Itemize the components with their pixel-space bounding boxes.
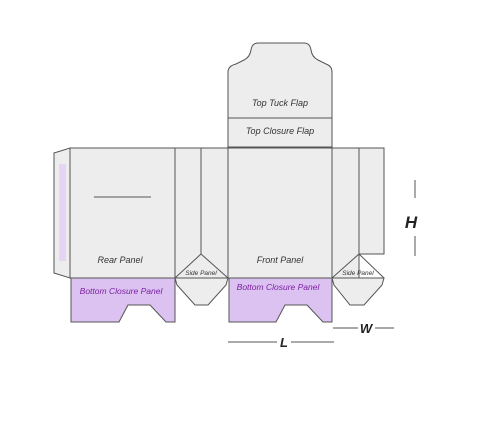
front-panel: [227, 147, 333, 279]
side-panel-left-label: Side Panel: [185, 270, 217, 277]
side-panel-left-diagonal-a: [174, 253, 202, 279]
bottom-closure-right-label: Bottom Closure Panel: [237, 282, 321, 292]
top-tuck-flap: [227, 42, 333, 119]
height-dimension-label: H: [405, 213, 418, 232]
bottom-closure-panel-right: [228, 277, 333, 323]
side-panel-right-label: Side Panel: [342, 270, 374, 277]
bottom-closure-left-label: Bottom Closure Panel: [80, 286, 164, 296]
top-tuck-flap-label: Top Tuck Flap: [252, 98, 308, 108]
glue-strip: [59, 164, 66, 261]
top-closure-flap-label: Top Closure Flap: [246, 126, 314, 136]
side-panel-left-diagonal-b: [200, 253, 229, 279]
front-panel-label: Front Panel: [257, 255, 305, 265]
side-panel-right-diagonal-b: [358, 253, 385, 279]
side-panel-right-outer: [358, 147, 385, 255]
side-panel-right-diagonal-a: [331, 253, 360, 279]
side-panel-right: [331, 147, 360, 279]
top-closure-flap: [227, 117, 333, 148]
side-dust-flap-right: [331, 277, 385, 306]
length-dimension-label: L: [280, 335, 288, 350]
width-dimension-label: W: [360, 321, 374, 336]
rear-panel-label: Rear Panel: [97, 255, 143, 265]
side-dust-flap-left: [174, 277, 229, 306]
bottom-closure-panel-left: [70, 277, 176, 323]
